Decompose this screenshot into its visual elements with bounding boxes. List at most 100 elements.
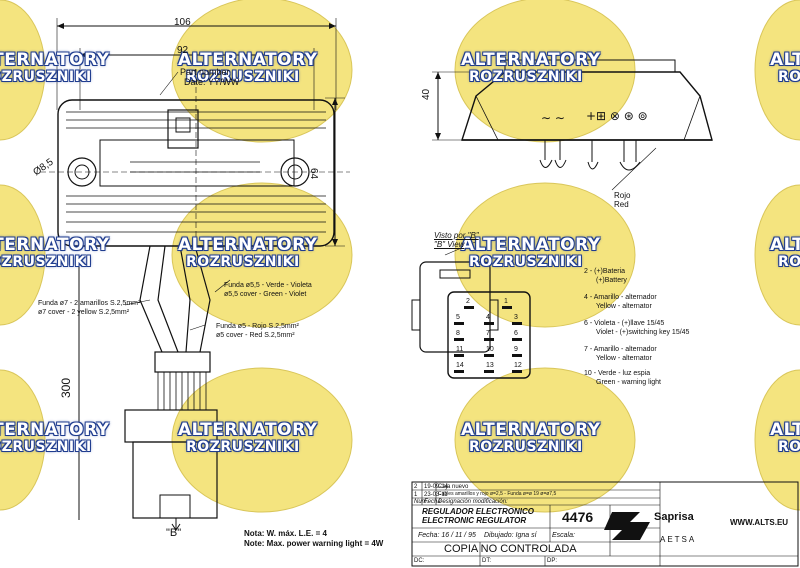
connector-pin-slot <box>484 370 494 373</box>
cover-55-label-es: Funda ø5,5 - Verde - Violeta <box>224 282 312 289</box>
rev2-number: 2 <box>414 484 418 490</box>
note-line-2: Note: Max. power warning light = 4W <box>244 539 384 548</box>
header-fecha: Fecha <box>424 499 441 505</box>
watermark-line1: ALTERNATORY <box>0 235 110 255</box>
pin-legend-es: 4 - Amarillo - alternador <box>584 294 657 301</box>
connector-pin-slot <box>454 370 464 373</box>
pin-legend-en: Yellow - alternator <box>596 355 652 362</box>
red-label: Red <box>614 200 629 209</box>
watermark-oval <box>0 184 46 326</box>
dimension-64: 64 <box>308 168 319 180</box>
connector-pin-slot <box>454 338 464 341</box>
connector-pin-number: 7 <box>486 330 490 337</box>
connector-pin-slot <box>512 370 522 373</box>
watermark-line2: ROZRUSZNIKI <box>0 439 92 455</box>
cover-5-label-es: Funda ø5 - Rojo S.2,5mm² <box>216 323 299 330</box>
view-b-marker: "B" <box>166 527 182 539</box>
connector-pin-number: 8 <box>456 330 460 337</box>
rojo-label: Rojo <box>614 191 631 200</box>
watermark-line1: ALTERNATORY <box>770 50 800 70</box>
cover-7-label-en: ø7 cover - 2 yellow S.2,5mm² <box>38 309 130 316</box>
pin-legend-en: Yellow - alternator <box>596 303 652 310</box>
website-link[interactable]: WWW.ALTS.EU <box>730 518 789 527</box>
view-title-en: "B" View <box>434 240 465 249</box>
watermark-line1: ALTERNATORY <box>178 50 318 70</box>
cover-7-label-es: Funda ø7 - 2 amarillos S.2,5mm² <box>38 300 141 307</box>
connector-pin-number: 4 <box>486 314 490 321</box>
connector-pin-number: 13 <box>486 362 494 369</box>
watermark-line2: ROZRUSZNIKI <box>469 69 583 85</box>
saprisa-logo-mark <box>604 512 650 540</box>
watermark-line1: ALTERNATORY <box>770 235 800 255</box>
pin-legend-es: 7 - Amarillo - alternador <box>584 346 657 353</box>
watermark-line1: ALTERNATORY <box>770 420 800 440</box>
part-number-value: 4476 <box>562 509 594 525</box>
part-number-label: Part number <box>180 67 230 77</box>
view-title-es: Visto por "B" <box>434 231 479 240</box>
title-es: REGULADOR ELECTRONICO <box>422 507 534 516</box>
dc-field: DC: <box>414 558 425 564</box>
watermark-line2: ROZRUSZNIKI <box>778 439 800 455</box>
watermark-line2: ROZRUSZNIKI <box>0 254 92 270</box>
connector-pin-slot <box>512 338 522 341</box>
watermark-oval <box>454 367 636 513</box>
watermark-line2: ROZRUSZNIKI <box>186 439 300 455</box>
watermark-oval <box>171 0 353 143</box>
watermark-line2: ROZRUSZNIKI <box>186 69 300 85</box>
dimension-106: 106 <box>174 17 191 28</box>
watermark-line2: ROZRUSZNIKI <box>469 254 583 270</box>
dibujado-field: Dibujado: Igna sí <box>484 532 537 539</box>
connector-pin-number: 14 <box>456 362 464 369</box>
pin-legend-es: 10 - Verde - luz espia <box>584 370 651 377</box>
cover-55-label-en: ø5,5 cover - Green - Violet <box>224 291 307 298</box>
header-num: Num. <box>414 499 429 505</box>
connector-pin-number: 9 <box>514 346 518 353</box>
note-line-1: Nota: W. máx. L.E. = 4 <box>244 529 327 538</box>
rev1-date: 23-03-11 <box>424 492 448 498</box>
dimension-40: 40 <box>421 88 432 100</box>
connector-pin-number: 12 <box>514 362 522 369</box>
watermark-line1: ALTERNATORY <box>461 50 601 70</box>
header-designacion: Designación modificación: <box>438 499 508 505</box>
connector-pin-number: 2 <box>466 298 470 305</box>
title-en: ELECTRONIC REGULATOR <box>422 516 527 525</box>
dimension-92: 92 <box>177 45 189 56</box>
watermark-line2: ROZRUSZNIKI <box>186 254 300 270</box>
watermark-oval <box>0 0 46 141</box>
watermark-line2: ROZRUSZNIKI <box>778 254 800 270</box>
copy-status: COPIA NO CONTROLADA <box>444 543 577 555</box>
connector-pin-number: 11 <box>456 346 464 353</box>
connector-pin-number: 6 <box>514 330 518 337</box>
connector-pin-slot <box>484 354 494 357</box>
connector-pin-slot <box>454 354 464 357</box>
watermark-oval <box>754 369 800 511</box>
connector-pin-slot <box>484 338 494 341</box>
watermark-line1: ALTERNATORY <box>461 235 601 255</box>
connector-pin-slot <box>464 306 474 309</box>
dimension-arrows <box>57 23 441 246</box>
watermark-line1: ALTERNATORY <box>0 50 110 70</box>
pin-legend-es: 2 - (+)Bateria <box>584 268 626 275</box>
brand-saprisa: Saprisa <box>654 511 694 523</box>
fecha-field: Fecha: 16 / 11 / 95 <box>418 532 476 539</box>
pin-legend-en: Green - warning light <box>596 379 661 386</box>
cover-5-label-en: ø5 cover - Red S.2,5mm² <box>216 332 295 339</box>
watermark-oval <box>754 0 800 141</box>
ac-symbol-icon: ∼ ∼ <box>541 111 565 125</box>
watermark-line2: ROZRUSZNIKI <box>469 439 583 455</box>
escala-field: Escala: <box>552 532 575 539</box>
watermark-oval <box>454 182 636 328</box>
connector-pin-number: 5 <box>456 314 460 321</box>
connector-pin-slot <box>512 354 522 357</box>
pin-legend-en: Violet - (+)switching key 15/45 <box>596 329 690 336</box>
brand-aetsa: AETSA <box>660 535 697 544</box>
connector-pin-number: 10 <box>486 346 494 353</box>
watermark-line2: ROZRUSZNIKI <box>778 69 800 85</box>
rev1-number: 1 <box>414 492 418 498</box>
rev2-description: Caja nuevo <box>438 484 469 490</box>
pin-legend-es: 6 - Violeta - (+)llave 15/45 <box>584 320 665 327</box>
